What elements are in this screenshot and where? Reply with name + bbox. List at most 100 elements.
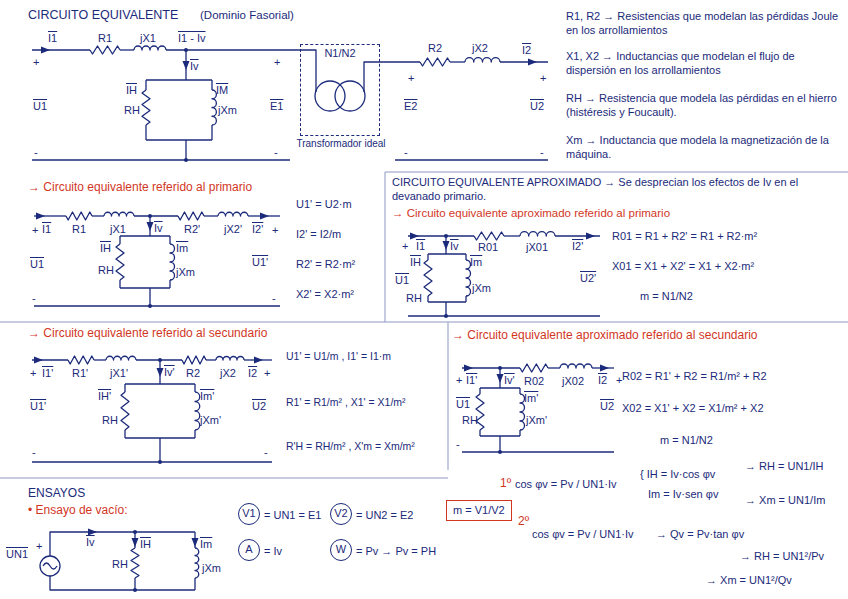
text-label: Iv' <box>164 366 175 380</box>
junction-dot <box>184 48 188 52</box>
text-label: I2 <box>522 44 531 58</box>
text-label: Iv <box>450 240 459 254</box>
text-label: → Xm = UN1²/Qv <box>706 574 792 588</box>
wire <box>145 125 146 140</box>
text-label: I2' = I2/m <box>296 228 341 242</box>
text-label: Iv <box>190 60 199 74</box>
wire <box>499 436 500 452</box>
wire <box>474 232 504 240</box>
wire <box>427 296 428 302</box>
text-label: + <box>32 224 38 238</box>
wire <box>142 90 150 125</box>
wire <box>131 548 139 578</box>
node-text: V1 <box>242 507 255 520</box>
wire <box>195 392 200 430</box>
text-label: + <box>408 72 414 86</box>
text-label: E1 <box>270 100 283 114</box>
text-label: Iv <box>86 536 95 550</box>
wire <box>520 232 555 236</box>
text-label: (Dominio Fasorial) <box>200 8 294 22</box>
text-label: U1' <box>252 256 268 270</box>
wire <box>106 356 136 360</box>
text-label: + <box>30 367 36 381</box>
wire <box>92 215 104 216</box>
text-label: R02 = R1' + R2 = R1/m² + R2 <box>622 370 767 384</box>
current-arrow <box>36 213 45 220</box>
wire <box>185 140 186 160</box>
text-label: - <box>32 292 36 306</box>
text-label: IM <box>216 84 228 98</box>
text-label: → RH = UN1²/Pv <box>740 550 824 564</box>
current-arrow <box>443 241 450 250</box>
text-label: UN1 <box>6 548 28 562</box>
text-label: jXm' <box>200 414 221 428</box>
current-arrow <box>157 368 164 377</box>
wire <box>466 260 471 296</box>
text-label: jX1' <box>110 367 128 381</box>
text-label: jXm <box>202 562 221 576</box>
text-label: Im = Iv·sen φv <box>648 488 718 502</box>
text-label: Iv' <box>504 374 515 388</box>
text-label: U2 <box>600 400 614 414</box>
text-label: - <box>34 146 38 160</box>
text-label: → Circuito equivalente referido al prima… <box>28 180 252 195</box>
junction-dot <box>133 530 137 534</box>
text-label: CIRCUITO EQUIVALENTE APROXIMADO → Se des… <box>392 176 842 204</box>
text-label: → Circuito equivalente aproximado referi… <box>452 328 758 343</box>
wire <box>195 548 199 578</box>
current-arrow <box>192 538 199 547</box>
wire <box>120 49 134 50</box>
junction-dot <box>498 366 502 370</box>
section-divider <box>0 478 448 479</box>
text-label: U1 <box>456 398 470 412</box>
text-label: CIRCUITO EQUIVALENTE <box>28 8 178 24</box>
junction-dot <box>133 588 137 592</box>
wattmeter-circle: W <box>330 539 352 561</box>
wire <box>520 364 548 372</box>
text-label: = UN2 = E2 <box>356 509 413 523</box>
node-text: N1/N2 <box>301 47 379 60</box>
text-label: + <box>264 367 270 381</box>
text-label: + <box>272 224 278 238</box>
text-label: U1' = U1/m , I1' = I1·m <box>286 350 391 363</box>
ac-source <box>40 556 60 576</box>
text-label: R1 <box>72 223 86 237</box>
current-arrow <box>34 357 43 364</box>
text-label: Im <box>470 256 482 270</box>
wire <box>32 159 290 160</box>
text-label: I1 <box>416 240 425 254</box>
wire <box>178 212 204 220</box>
text-label: R01 = R1 + R2' = R1 + R2·m² <box>612 230 757 244</box>
wire <box>194 384 195 392</box>
text-label: { IH = Iv·cos φv <box>640 468 715 482</box>
wire <box>300 50 316 92</box>
wire <box>120 235 170 236</box>
current-arrow <box>464 365 473 372</box>
text-label: U1 <box>33 100 47 114</box>
wire <box>211 125 212 140</box>
text-label: IH <box>126 84 137 98</box>
text-label: - <box>272 292 276 306</box>
wire <box>520 394 525 430</box>
voltmeter-circle: V2 <box>330 503 352 525</box>
text-label: = Iv <box>264 545 282 559</box>
wire <box>121 392 129 430</box>
wire <box>445 302 446 316</box>
text-label: = UN1 = E1 <box>264 509 321 523</box>
text-label: Im <box>176 242 188 256</box>
text-label: U2 <box>530 100 544 114</box>
wire <box>134 215 178 216</box>
junction-dot <box>444 234 448 238</box>
transformer-coil <box>315 81 345 111</box>
current-arrow <box>132 538 139 547</box>
wire <box>124 430 125 438</box>
wire <box>560 364 592 368</box>
caption-text: Transformador ideal <box>291 138 391 150</box>
wire <box>206 359 216 360</box>
text-label: RH <box>124 104 140 118</box>
wire <box>169 280 170 288</box>
text-label: - <box>540 146 544 160</box>
wire <box>465 58 500 62</box>
text-label: R2' <box>184 223 200 237</box>
text-label: X02 = X1' + X2 = X1/m² + X2 <box>622 402 764 416</box>
